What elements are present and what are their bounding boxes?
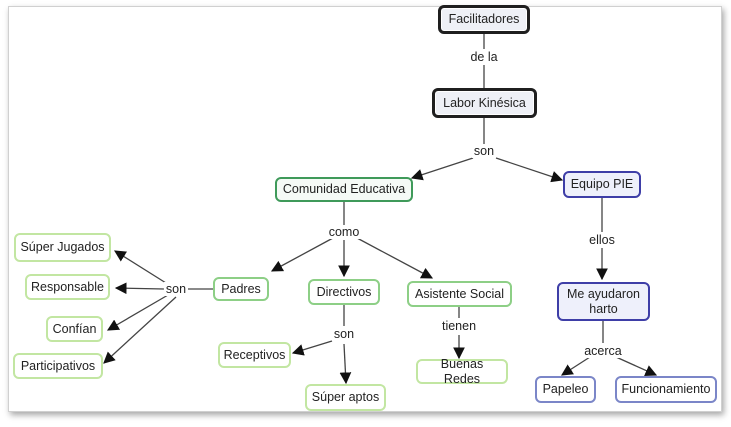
arrow-son-equipo [495, 157, 564, 183]
arrow-acerca-papeleo [561, 356, 591, 376]
arrow-como-asistente [356, 237, 434, 279]
node-labor-kinesica[interactable]: Labor Kinésica [432, 88, 537, 118]
node-confian[interactable]: Confían [46, 316, 103, 342]
link-label-son-directivos: son [331, 327, 357, 341]
arrow-son-superjugados [114, 250, 167, 284]
node-facilitadores[interactable]: Facilitadores [438, 5, 530, 34]
arrow-son-receptivos [291, 340, 333, 356]
node-equipo-pie[interactable]: Equipo PIE [563, 171, 641, 198]
link-label-de-la: de la [468, 50, 500, 64]
arrow-son-participativos [103, 296, 177, 364]
node-receptivos[interactable]: Receptivos [218, 342, 291, 368]
arrow-acerca-funcionamiento [615, 356, 658, 377]
link-label-tienen: tienen [439, 319, 479, 333]
node-papeleo[interactable]: Papeleo [535, 376, 596, 403]
link-label-ellos: ellos [587, 233, 617, 247]
arrow-son-superaptos [339, 343, 352, 385]
arrow-son-confian [106, 294, 169, 331]
node-buenas-redes[interactable]: Buenas Redes [416, 357, 508, 386]
arrow-son-responsable [114, 282, 165, 295]
node-comunidad-educativa[interactable]: Comunidad Educativa [275, 177, 413, 202]
link-label-acerca: acerca [582, 344, 624, 358]
node-padres[interactable]: Padres [213, 277, 269, 301]
link-label-como: como [326, 225, 362, 239]
node-asistente-social[interactable]: Asistente Social [407, 281, 512, 307]
link-label-son: son [471, 144, 497, 158]
node-super-aptos[interactable]: Súper aptos [305, 384, 386, 411]
node-directivos[interactable]: Directivos [308, 279, 380, 305]
node-participativos[interactable]: Participativos [13, 353, 103, 379]
node-me-ayudaron-harto[interactable]: Me ayudaron harto [557, 282, 650, 321]
node-funcionamiento[interactable]: Funcionamiento [615, 376, 717, 403]
node-super-jugados[interactable]: Súper Jugados [14, 233, 111, 262]
link-label-son-padres: son [163, 282, 189, 296]
node-responsable[interactable]: Responsable [25, 274, 110, 300]
arrow-son-comunidad [410, 157, 474, 181]
arrow-como-padres [270, 237, 334, 272]
